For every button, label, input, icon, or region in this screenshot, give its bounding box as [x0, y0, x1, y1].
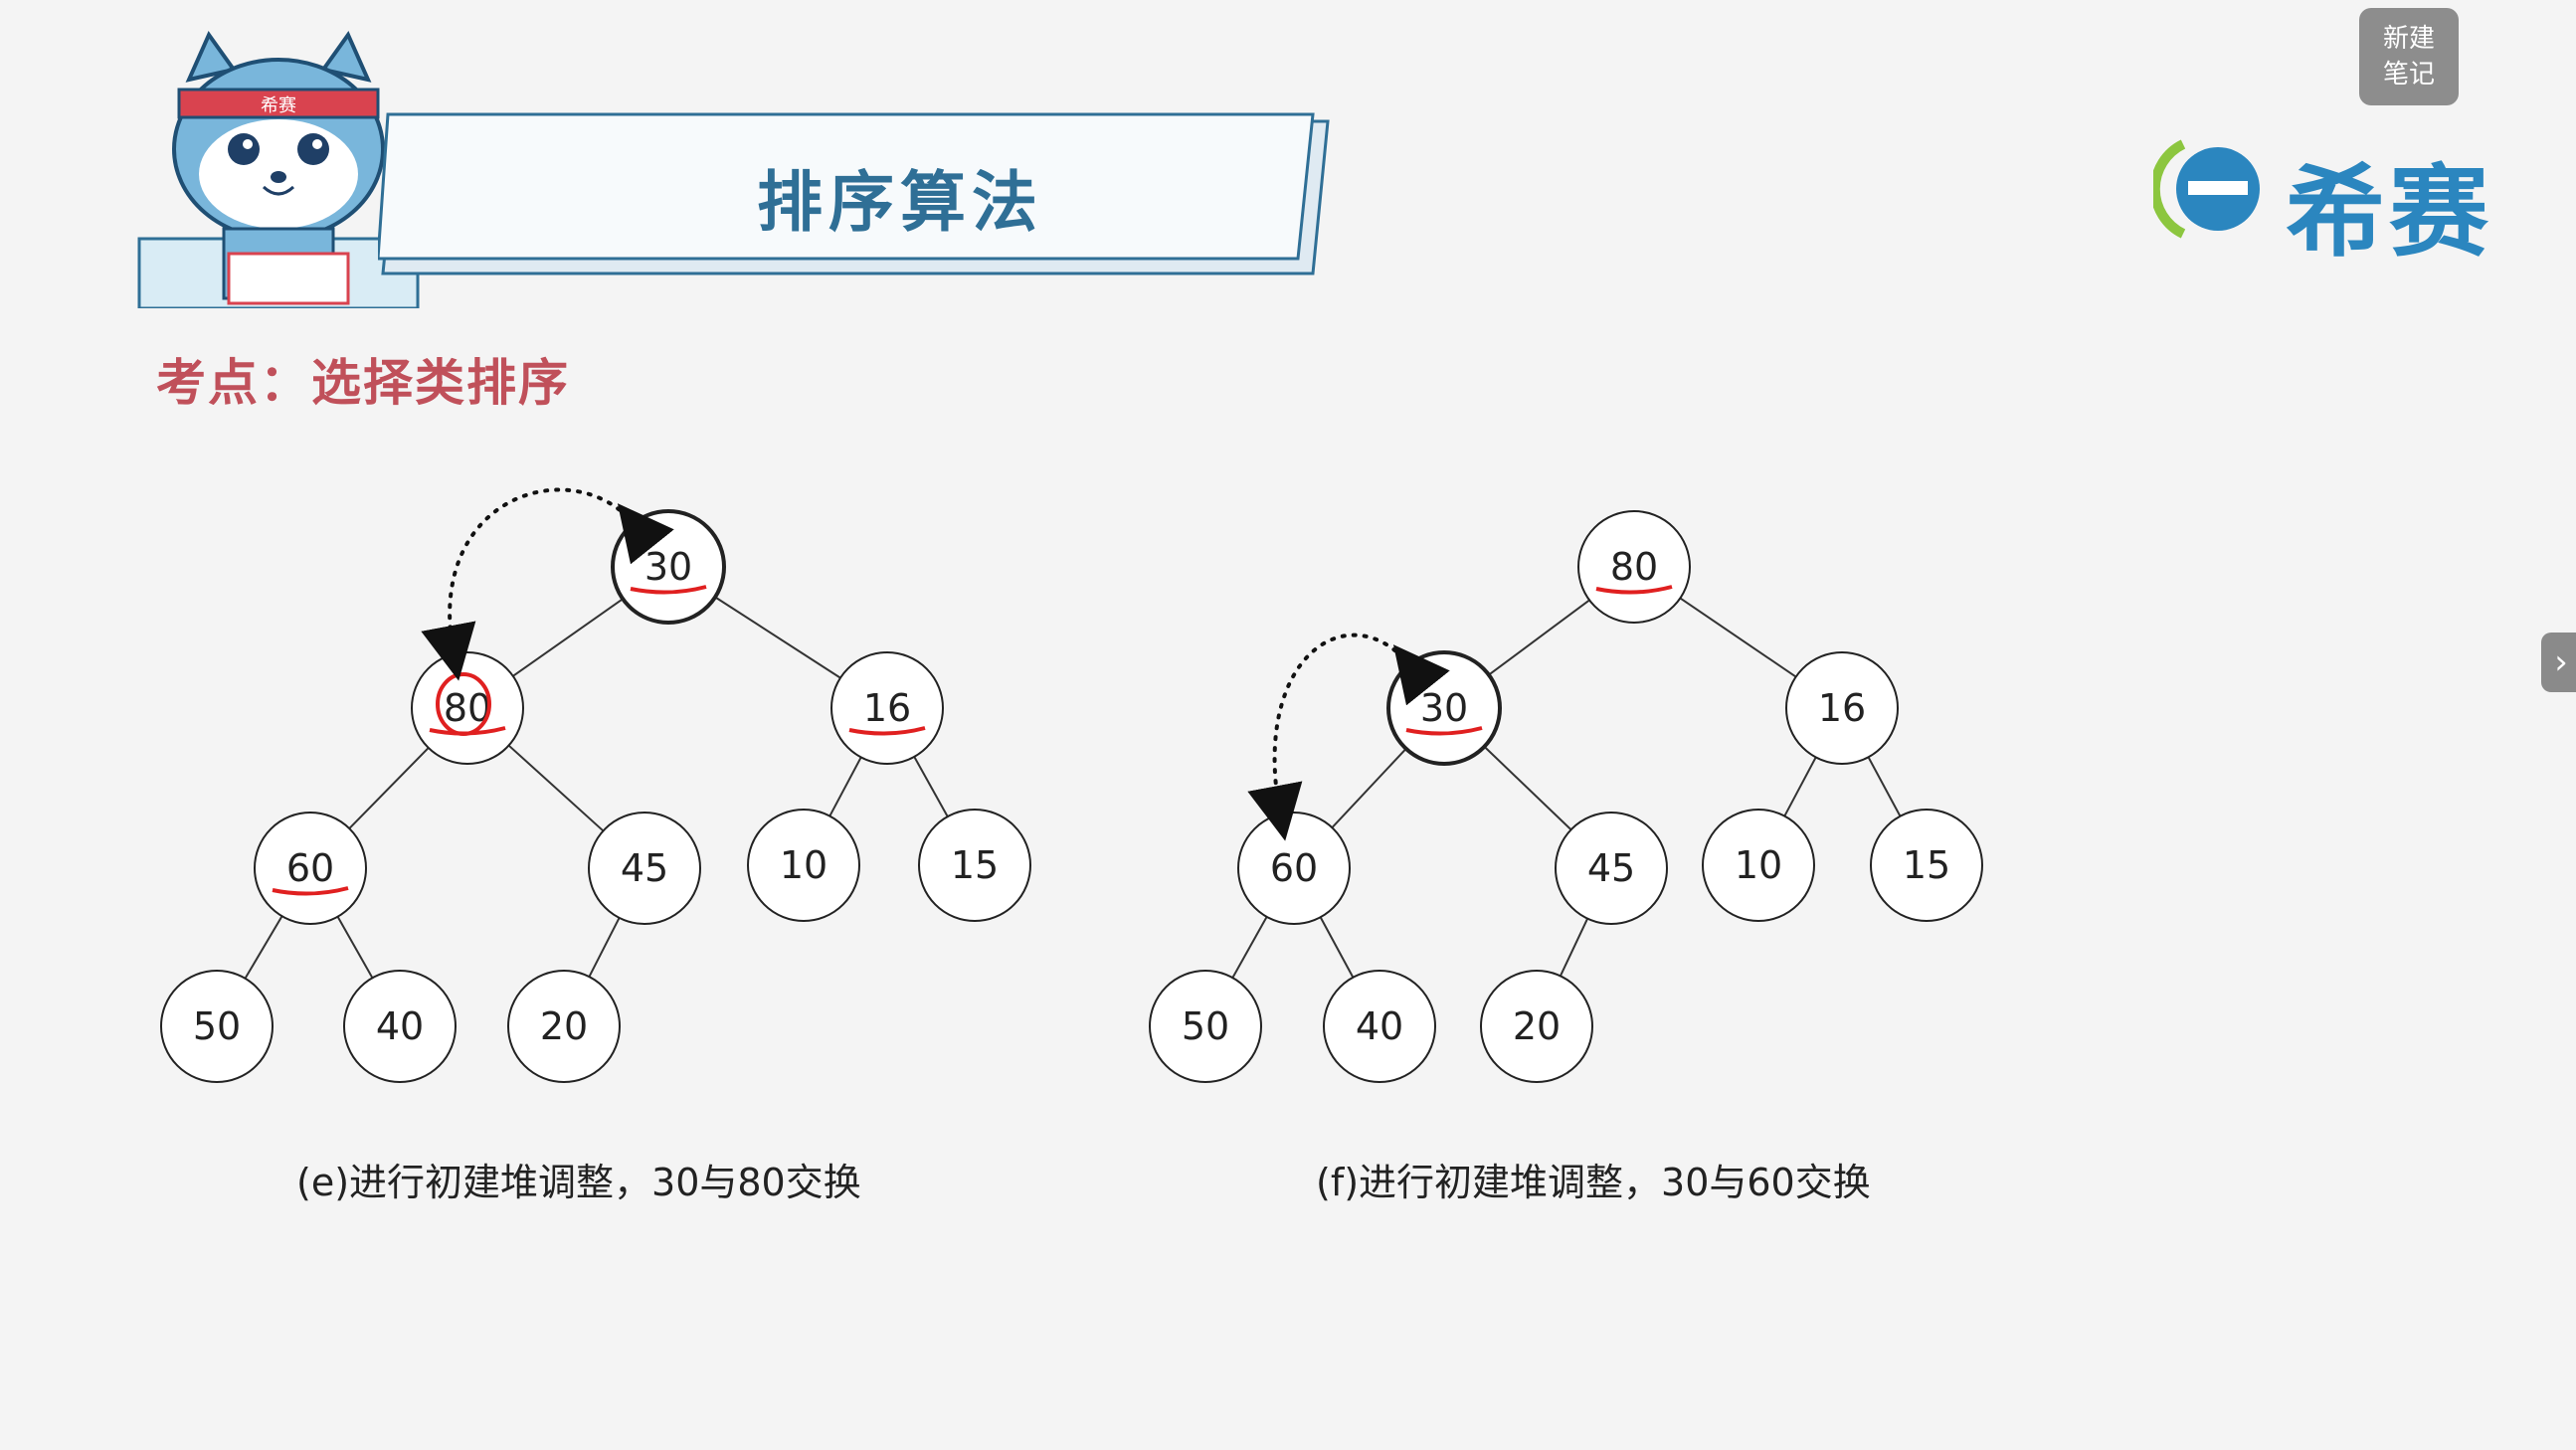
tree-node-value: 15	[951, 843, 999, 887]
logo-text: 希赛	[2286, 154, 2492, 271]
tree-node-value: 40	[1356, 1004, 1403, 1048]
red-underline-annotation	[848, 726, 926, 736]
tree-edge	[714, 596, 841, 679]
title-banner	[378, 112, 1330, 275]
new-note-button[interactable]: 新建 笔记	[2359, 8, 2459, 105]
tree-edge	[1483, 746, 1572, 830]
tree-node-value: 16	[863, 686, 911, 730]
tree-node-value: 30	[1420, 686, 1468, 730]
tree-node: 10	[1702, 809, 1815, 922]
tree-edge	[348, 747, 430, 829]
tree-node: 60	[254, 812, 367, 925]
page-title: 排序算法	[757, 164, 1043, 241]
tree-node: 16	[830, 651, 944, 765]
chevron-right-icon: ›	[2554, 642, 2568, 682]
tree-edge	[336, 916, 374, 979]
swap-arrow	[421, 487, 674, 681]
tree-edge	[1867, 756, 1902, 817]
tree-node: 50	[1149, 970, 1262, 1083]
tree-node-value: 20	[1513, 1004, 1561, 1048]
tree-node: 15	[918, 809, 1031, 922]
tree-node: 20	[507, 970, 621, 1083]
tree-edge	[512, 598, 624, 677]
tree-edge	[1331, 748, 1407, 828]
tree-node-value: 20	[540, 1004, 588, 1048]
tree-edge	[244, 915, 283, 980]
tree-edge	[1231, 916, 1268, 979]
tree-edge	[1559, 918, 1589, 977]
tree-node: 20	[1480, 970, 1593, 1083]
tree-node-value: 50	[193, 1004, 241, 1048]
tree-node: 10	[747, 809, 860, 922]
tree-edge	[828, 756, 862, 817]
tree-node-value: 45	[1587, 846, 1635, 890]
tree-node: 45	[1555, 812, 1668, 925]
tree-node-value: 16	[1818, 686, 1866, 730]
caption-tree-f: (f)进行初建堆调整，30与60交换	[1316, 1161, 1871, 1204]
red-underline-annotation	[272, 886, 349, 896]
logo-icon	[2153, 139, 2260, 239]
tree-node: 60	[1237, 812, 1351, 925]
tree-edge	[588, 917, 621, 978]
tree-edge	[1488, 599, 1590, 676]
tree-edge	[913, 756, 949, 817]
tree-edge	[507, 744, 605, 832]
tree-node-value: 60	[286, 846, 334, 890]
tree-node: 30	[1386, 650, 1502, 766]
tree-node-value: 15	[1903, 843, 1950, 887]
side-panel-toggle[interactable]: ›	[2541, 633, 2576, 692]
tree-node: 15	[1870, 809, 1983, 922]
tree-node: 40	[1323, 970, 1436, 1083]
tree-edge	[1679, 597, 1797, 678]
tree-node-value: 10	[1735, 843, 1782, 887]
red-underline-annotation	[1595, 585, 1673, 595]
mascot-image: 希赛	[137, 30, 420, 308]
tree-edge	[1319, 916, 1355, 979]
swap-arrow	[1247, 633, 1450, 841]
tree-node: 16	[1785, 651, 1899, 765]
tree-node: 80	[411, 651, 524, 765]
tree-node: 80	[1577, 510, 1691, 624]
mascot-badge: 希赛	[261, 95, 296, 116]
tree-node: 50	[160, 970, 274, 1083]
tree-node-value: 50	[1182, 1004, 1229, 1048]
new-note-label-2: 笔记	[2382, 60, 2435, 90]
tree-node-value: 10	[780, 843, 828, 887]
tree-node: 30	[611, 509, 726, 625]
tree-node: 45	[588, 812, 701, 925]
new-note-label-1: 新建	[2382, 24, 2435, 54]
tree-node-value: 30	[644, 545, 692, 589]
tree-node-value: 80	[1610, 545, 1658, 589]
tree-node-value: 40	[376, 1004, 424, 1048]
caption-tree-e: (e)进行初建堆调整，30与80交换	[296, 1161, 861, 1204]
tree-node-value: 60	[1270, 846, 1318, 890]
section-subtitle: 考点：选择类排序	[156, 354, 570, 412]
tree-node-value: 45	[621, 846, 668, 890]
tree-edge	[1783, 756, 1817, 817]
tree-node: 40	[343, 970, 457, 1083]
